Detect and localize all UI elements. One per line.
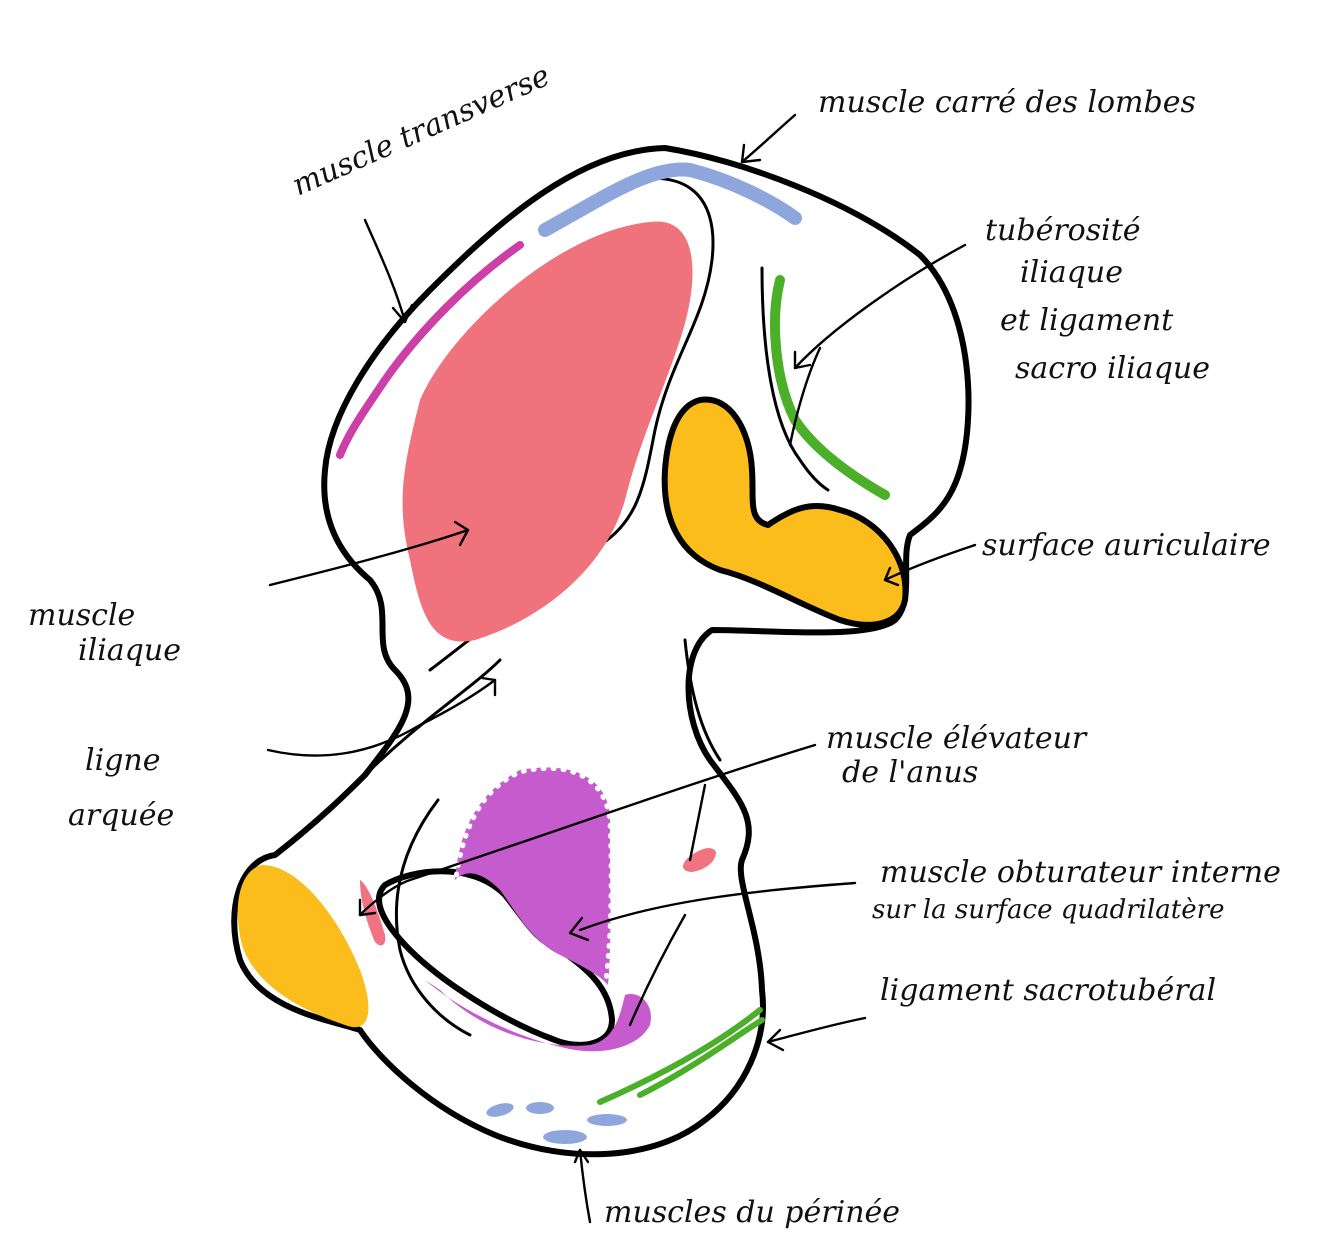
pubic-inner-line	[394, 798, 472, 1037]
sacrotuberous-ligament-region	[597, 1007, 763, 1105]
leader-iliaque	[268, 528, 470, 587]
leader-transverse	[363, 218, 407, 324]
label-obturateur-1: muscle obturateur interne	[880, 855, 1281, 890]
label-iliaque-1: muscle	[28, 598, 135, 633]
label-ligne-1: ligne	[85, 743, 160, 778]
leader-ligne-arquee	[266, 678, 497, 757]
ischial-tuberosity-region	[237, 865, 369, 1028]
arcuate-line-edge	[358, 658, 502, 782]
leader-elevateur	[358, 743, 817, 917]
leader-lines	[266, 113, 977, 1224]
leader-obturateur	[578, 881, 857, 932]
transversus-region	[336, 241, 524, 459]
label-carre-lombes: muscle carré des lombes	[818, 85, 1196, 120]
obturator-dotted-border	[452, 765, 614, 983]
levator-ani-mark-right	[683, 848, 716, 872]
sacrotuberous-ligament-region-2	[637, 1017, 765, 1098]
obturator-lower-region	[425, 980, 651, 1052]
iliacus-region	[402, 221, 693, 642]
perineum-region	[486, 1102, 627, 1144]
leader-surface-auriculaire	[883, 543, 977, 582]
label-iliaque-2: iliaque	[78, 633, 181, 668]
label-elevateur-2: de l'anus	[842, 755, 978, 790]
label-surface-auriculaire: surface auriculaire	[982, 528, 1271, 563]
label-tuberosite-4: sacro iliaque	[1015, 351, 1210, 386]
label-ligne-2: arquée	[68, 798, 174, 833]
label-obturateur-2: sur la surface quadrilatère	[872, 895, 1224, 925]
label-elevateur-1: muscle élévateur	[826, 721, 1088, 756]
leader-perinee	[578, 1148, 592, 1224]
label-sacrotuberal: ligament sacrotubéral	[880, 973, 1216, 1008]
label-tuberosite-1: tubérosité	[985, 213, 1141, 248]
posterior-inner-line	[683, 638, 722, 762]
label-transverse: muscle transverse	[287, 58, 555, 203]
leader-tuberosite	[793, 243, 967, 370]
label-tuberosite-3: et ligament	[1000, 303, 1174, 338]
quadratus-lumborum-region	[538, 162, 802, 237]
leader-sacrotuberal	[766, 1016, 867, 1044]
leader-carre-lombes	[740, 113, 797, 164]
label-tuberosite-2: iliaque	[1020, 255, 1123, 290]
sacroiliac-inner-line	[760, 266, 830, 492]
auricular-surface-region	[661, 396, 909, 628]
label-perinee: muscles du périnée	[604, 1195, 900, 1230]
